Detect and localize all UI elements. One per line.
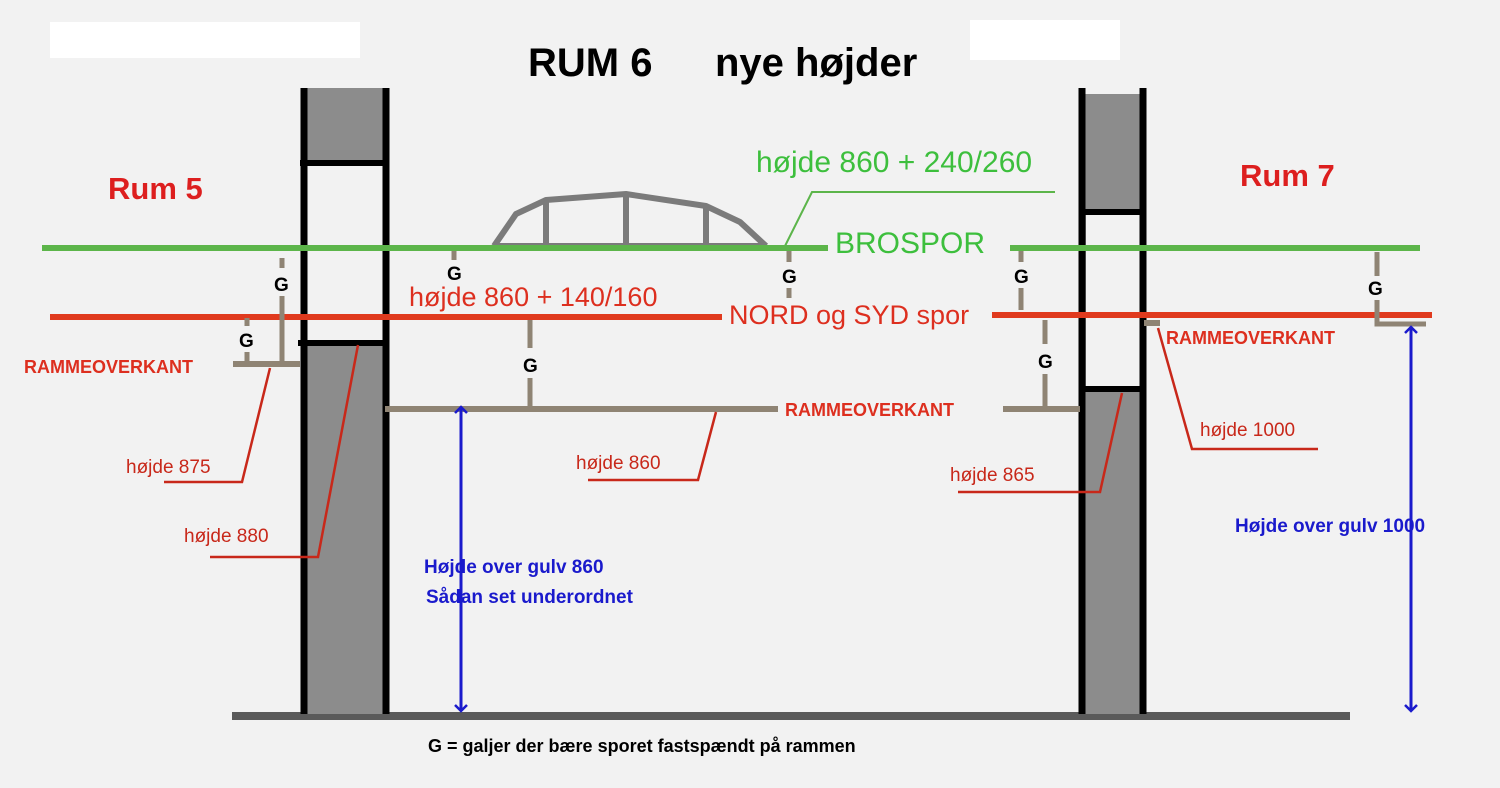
bracket-g-label: G (782, 267, 797, 288)
main-height-label: højde 860 + 140/160 (409, 282, 657, 312)
bracket-g-label: G (239, 331, 254, 352)
height-label-1000: højde 1000 (1200, 420, 1295, 441)
height-label-875: højde 875 (126, 457, 211, 478)
height-label-880: højde 880 (184, 526, 269, 547)
background-blank-patch (970, 20, 1120, 60)
height-label-860: højde 860 (576, 453, 661, 474)
room-label-right: Rum 7 (1240, 158, 1335, 193)
bracket-g-label: G (274, 275, 289, 296)
bridge-truss (491, 191, 769, 249)
right-pillar (1078, 88, 1147, 714)
bracket-g-label: G (1368, 279, 1383, 300)
floor-height-label-right: Højde over gulv 1000 (1235, 516, 1425, 537)
floor-height-note-middle: Sådan set underordnet (426, 587, 634, 608)
room-label-left: Rum 5 (108, 171, 203, 206)
background-blank-patch (50, 22, 360, 58)
bridge-height-leader (784, 191, 1055, 247)
bracket-g-label: G (1014, 267, 1029, 288)
floor-height-label-middle: Højde over gulv 860 (424, 557, 604, 578)
bridge-track-label: BROSPOR (835, 227, 985, 260)
bracket-g-label: G (1038, 352, 1053, 373)
frame-label-left: RAMMEOVERKANT (24, 357, 193, 377)
height-label-865: højde 865 (950, 465, 1035, 486)
left-pillar (298, 88, 390, 714)
page-title: RUM 6 (528, 41, 652, 85)
bridge-height-label: højde 860 + 240/260 (756, 146, 1032, 179)
height-leaders (164, 327, 1318, 559)
bracket-g-label: G (447, 264, 462, 285)
frame-label-middle: RAMMEOVERKANT (785, 400, 954, 420)
main-track-label: NORD og SYD spor (729, 300, 969, 330)
frame-label-right: RAMMEOVERKANT (1166, 328, 1335, 348)
bracket-g-label: G (523, 356, 538, 377)
bracket-posts (244, 251, 1426, 407)
page-subtitle: nye højder (715, 41, 917, 85)
legend-text: G = galjer der bære sporet fastspændt på… (428, 736, 856, 756)
